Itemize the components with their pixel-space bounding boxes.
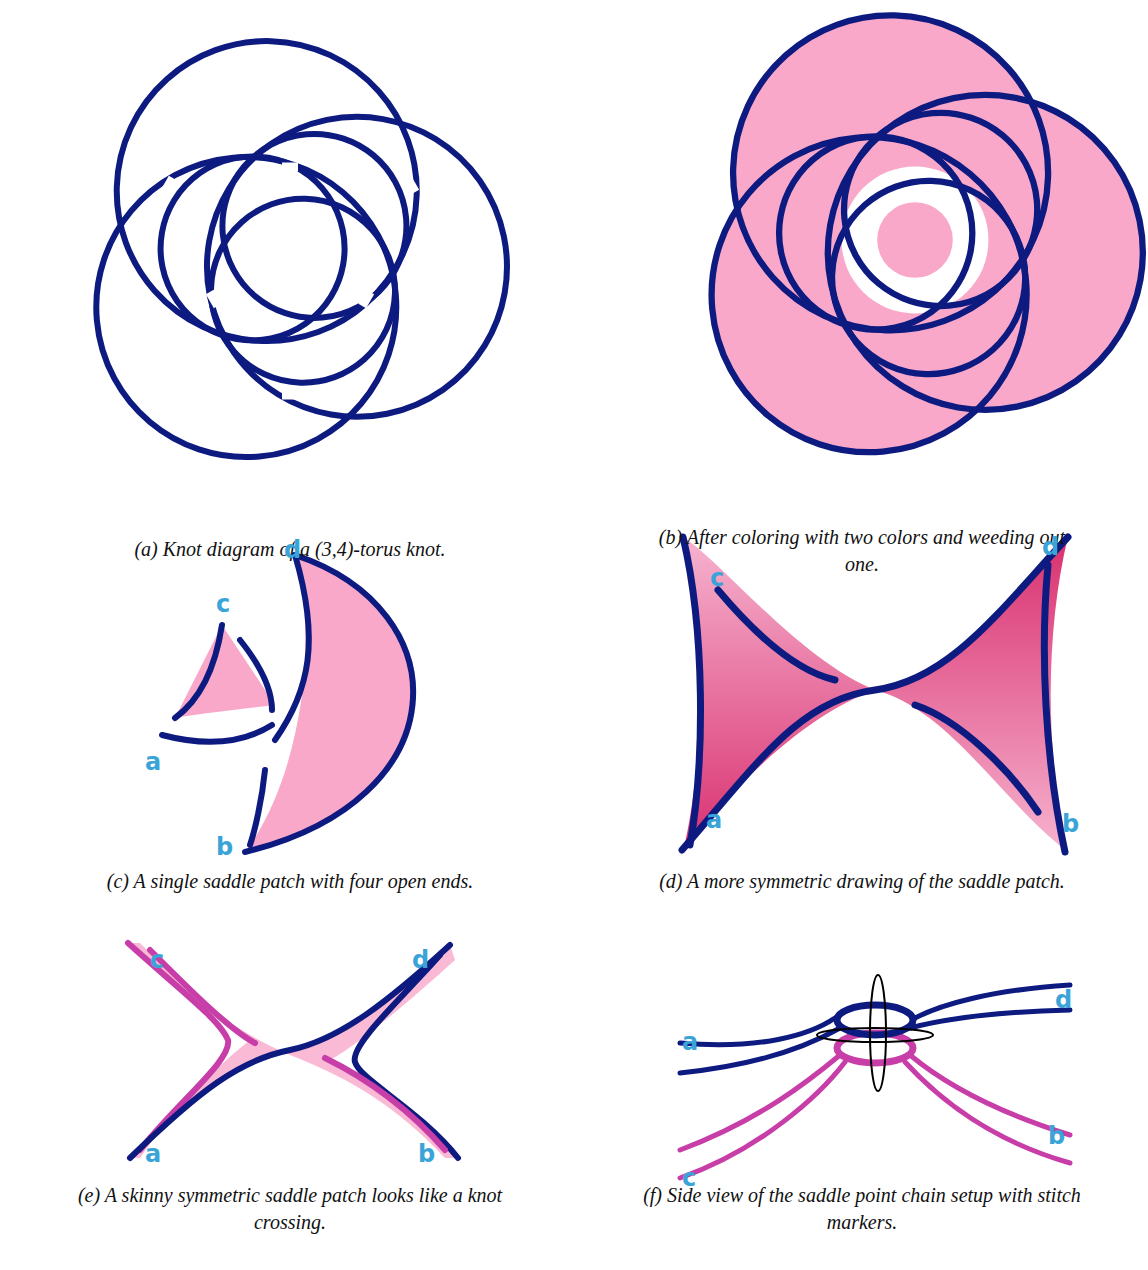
subfigure-caption: (b) After coloring with two colors and w… — [642, 524, 1082, 578]
subfigure-caption: (d) A more symmetric drawing of the sadd… — [602, 868, 1122, 895]
torus-knot — [35, 0, 531, 518]
strand-end-label: b — [1062, 812, 1079, 836]
strand-end-label: b — [418, 1142, 435, 1166]
strand-end-label: a — [145, 1142, 161, 1166]
strand-end-label: d — [284, 538, 301, 562]
strand-end-label: c — [710, 566, 724, 590]
subfigure-caption: (e) A skinny symmetric saddle patch look… — [55, 1182, 525, 1236]
skinny-saddle — [128, 943, 458, 1158]
strand-end-label: a — [706, 808, 722, 832]
symmetric-saddle — [682, 537, 1068, 852]
strand-end-label: d — [1055, 988, 1072, 1012]
strand-end-label: a — [682, 1030, 698, 1054]
subfigure-caption: (c) A single saddle patch with four open… — [30, 868, 550, 895]
colored-knot — [647, 0, 1148, 517]
strand-end-label: b — [1048, 1124, 1065, 1148]
strand-end-label: c — [216, 592, 230, 616]
saddle-chain-side-view — [680, 975, 1070, 1178]
subfigure-caption: (f) Side view of the saddle point chain … — [642, 1182, 1082, 1236]
strand-end-label: d — [412, 948, 429, 972]
strand-end-label: d — [1042, 535, 1059, 559]
strand-end-label: c — [150, 948, 164, 972]
saddle-patch — [162, 555, 413, 852]
strand-end-label: b — [216, 835, 233, 859]
strand-end-label: a — [145, 750, 161, 774]
